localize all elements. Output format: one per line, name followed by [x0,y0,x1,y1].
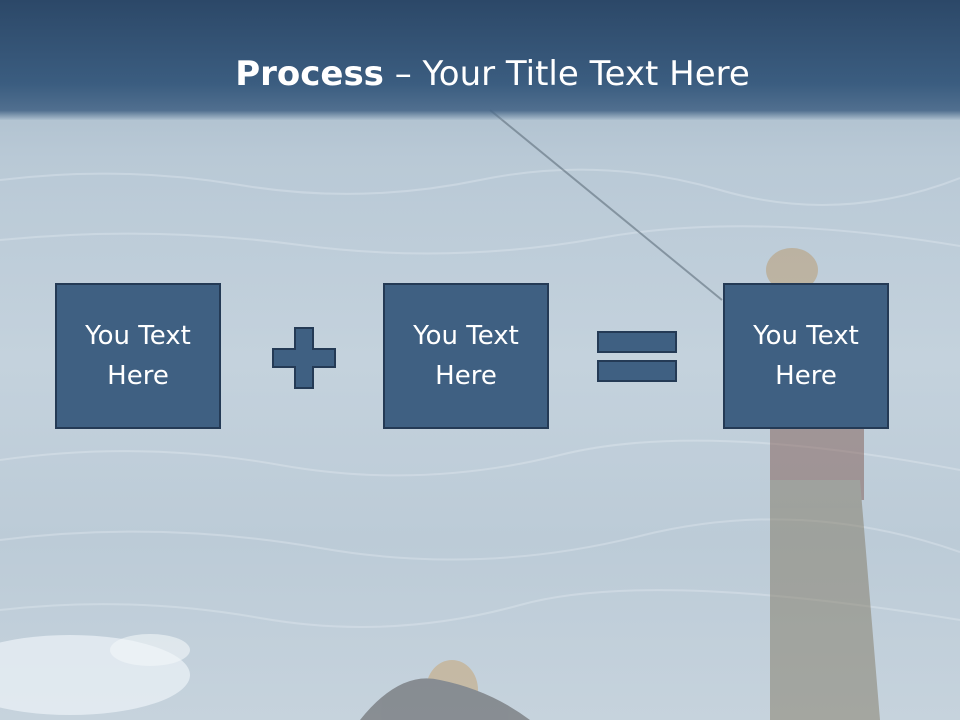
title-rest: – Your Title Text Here [383,54,750,94]
process-box-3-text: You Text Here [753,321,859,391]
process-box-3: You Text Here [723,283,889,429]
slide-title: Process – Your Title Text Here [0,52,960,96]
title-bold: Process [235,54,384,94]
plus-icon [272,327,336,389]
process-box-2-text: You Text Here [413,321,519,391]
process-box-1-text: You Text Here [85,321,191,391]
equals-icon [597,331,677,382]
process-box-1: You Text Here [55,283,221,429]
title-bar [0,0,960,120]
process-box-2: You Text Here [383,283,549,429]
